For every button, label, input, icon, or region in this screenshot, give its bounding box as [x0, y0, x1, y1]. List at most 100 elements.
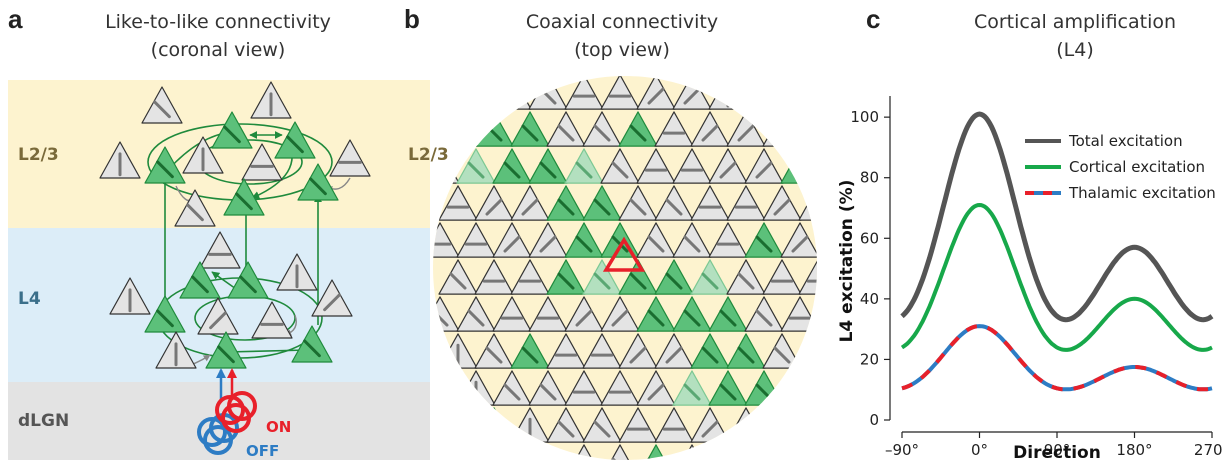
- panel-c: c Cortical amplification (L4) 0204060801…: [837, 4, 1222, 460]
- neuron-b: [600, 370, 640, 406]
- neuron-a: [276, 253, 318, 291]
- neuron-b: [636, 222, 676, 258]
- neuron-b: [492, 222, 532, 258]
- neuron-b: [690, 111, 730, 147]
- neuron-b: [582, 185, 622, 221]
- neuron-b: [654, 185, 694, 221]
- neuron-a: [99, 141, 141, 179]
- neuron-a: [329, 139, 371, 177]
- neuron-b: [636, 296, 676, 332]
- neuron-b: [492, 296, 532, 332]
- neuron-b: [654, 111, 694, 147]
- neuron-a: [251, 301, 293, 339]
- neuron-b: [456, 222, 496, 258]
- neuron-b: [780, 370, 817, 406]
- neuron-b: [672, 296, 712, 332]
- neuron-a: [205, 331, 247, 369]
- neuron-b: [546, 333, 586, 369]
- neuron-a: [199, 231, 241, 269]
- panel-b-label: b: [404, 4, 420, 34]
- neuron-b: [798, 259, 817, 295]
- layer-label-l23: L2/3: [18, 145, 59, 165]
- panel-b-title-line2: (top view): [574, 39, 670, 61]
- neuron-a: [155, 331, 197, 369]
- neuron-b: [564, 148, 604, 184]
- neuron-b: [546, 259, 586, 295]
- neuron-b: [510, 333, 550, 369]
- panel-c-label: c: [866, 4, 880, 34]
- neuron-b: [744, 222, 784, 258]
- series-thalamic-excitation-dash: [901, 324, 1213, 392]
- x-tick-label: 90°: [1044, 441, 1071, 459]
- neuron-b: [708, 370, 748, 406]
- neuron-b: [780, 76, 817, 110]
- neuron-b: [780, 444, 817, 460]
- y-tick-label: 40: [860, 290, 879, 308]
- neuron-b: [438, 111, 478, 147]
- neuron-b: [456, 76, 496, 110]
- neuron-b: [762, 111, 802, 147]
- neuron-b: [618, 185, 658, 221]
- x-tick-label: 270°: [1194, 441, 1222, 459]
- neuron-b: [474, 259, 514, 295]
- neuron-a: [223, 178, 265, 216]
- y-axis-label: L4 excitation (%): [837, 180, 857, 343]
- neuron-a: [250, 81, 292, 119]
- neuron-b: [672, 76, 712, 110]
- neuron-b: [726, 185, 766, 221]
- layer-label-l4: L4: [18, 289, 41, 309]
- neuron-b: [600, 76, 640, 110]
- neuron-b: [528, 296, 568, 332]
- neuron-b: [600, 148, 640, 184]
- x-tick-label: 180°: [1116, 441, 1152, 459]
- y-tick-label: 100: [850, 108, 879, 126]
- neuron-b: [690, 259, 730, 295]
- neuron-b: [708, 296, 748, 332]
- neuron-a: [274, 121, 316, 159]
- neuron-b: [816, 370, 817, 406]
- neuron-a: [311, 279, 353, 317]
- neuron-b: [744, 296, 784, 332]
- neuron-b: [600, 296, 640, 332]
- neuron-a: [227, 261, 269, 299]
- neuron-b: [744, 444, 784, 460]
- neuron-a: [291, 325, 333, 363]
- layer-label-dlgn: dLGN: [18, 411, 69, 431]
- neuron-b: [492, 148, 532, 184]
- neuron-b: [744, 76, 784, 110]
- neuron-b: [726, 333, 766, 369]
- neuron-b: [456, 296, 496, 332]
- neuron-b: [708, 148, 748, 184]
- neuron-b: [762, 407, 802, 443]
- neuron-a: [182, 136, 224, 174]
- panel-c-title-line2: (L4): [1056, 39, 1094, 61]
- neuron-b: [618, 407, 658, 443]
- neuron-b: [582, 407, 622, 443]
- neuron-b: [654, 333, 694, 369]
- neuron-b: [654, 407, 694, 443]
- neuron-b: [546, 407, 586, 443]
- neuron-a: [141, 86, 183, 124]
- neuron-b: [636, 76, 676, 110]
- neuron-b: [492, 444, 532, 460]
- neurons-panel-a: [99, 81, 371, 369]
- on-label: ON: [266, 418, 291, 436]
- neuron-b: [708, 444, 748, 460]
- neuron-b: [762, 333, 802, 369]
- neuron-b: [762, 185, 802, 221]
- highlighted-neuron: [602, 236, 646, 272]
- panel-a: a Like-to-like connectivity (coronal vie…: [8, 4, 430, 460]
- neuron-b: [528, 370, 568, 406]
- y-tick-label: 20: [860, 350, 879, 368]
- neuron-b: [438, 407, 478, 443]
- neuron-b: [492, 370, 532, 406]
- neuron-b: [528, 222, 568, 258]
- neuron-b: [816, 444, 817, 460]
- neuron-b: [492, 76, 532, 110]
- neuron-b: [816, 148, 817, 184]
- neuron-b: [853, 75, 891, 109]
- neuron-b: [835, 408, 873, 442]
- neuron-b: [474, 185, 514, 221]
- excitation-chart: 020406080100–90°0°90°180°270°DirectionL4…: [837, 96, 1222, 460]
